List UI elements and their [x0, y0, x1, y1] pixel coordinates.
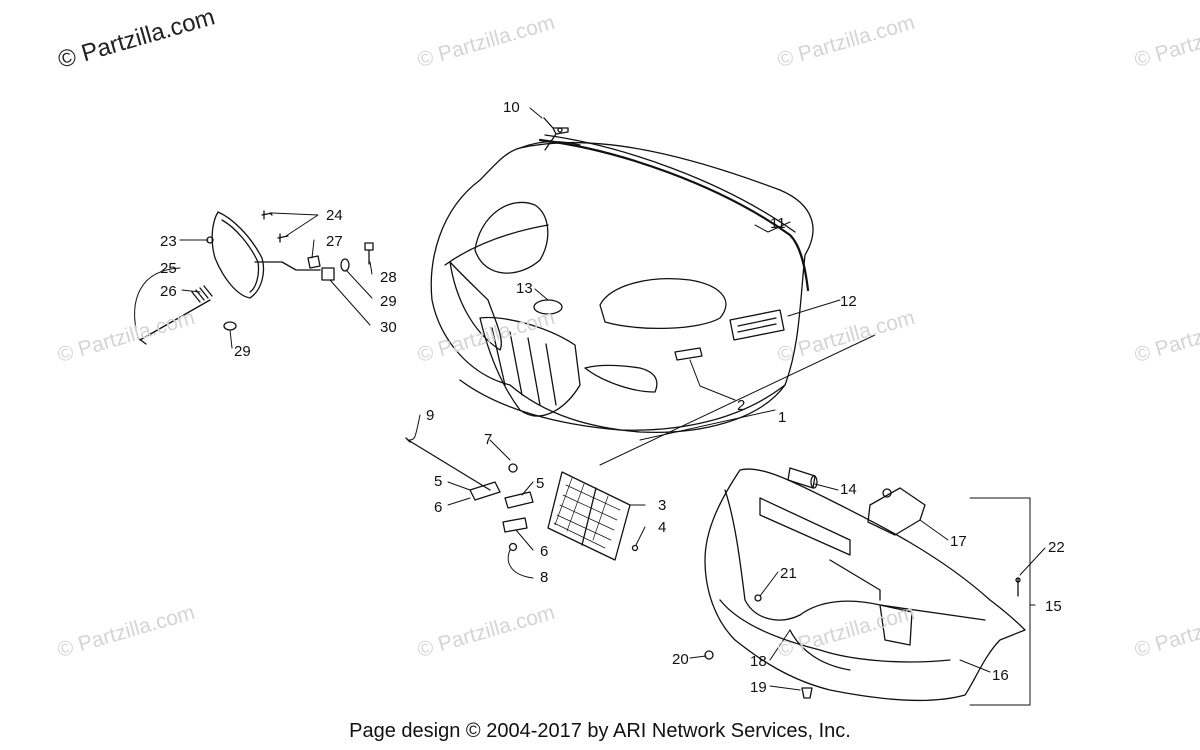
callout-4[interactable]: 4: [658, 519, 666, 536]
callout-9[interactable]: 9: [426, 407, 434, 424]
callout-17[interactable]: 17: [950, 533, 967, 550]
callout-10[interactable]: 10: [503, 99, 520, 116]
callout-15[interactable]: 15: [1045, 598, 1062, 615]
callout-16[interactable]: 16: [992, 667, 1009, 684]
callout-7[interactable]: 7: [484, 431, 492, 448]
callout-29[interactable]: 29: [234, 343, 251, 360]
callout-12[interactable]: 12: [840, 293, 857, 310]
callout-30[interactable]: 30: [380, 319, 397, 336]
leader-lines: [134, 107, 1046, 706]
callout-24[interactable]: 24: [326, 207, 343, 224]
callout-26[interactable]: 26: [160, 283, 177, 300]
callout-20[interactable]: 20: [672, 651, 689, 668]
grille-screen-assembly: [405, 437, 639, 561]
callout-5[interactable]: 5: [536, 475, 544, 492]
callout-18[interactable]: 18: [750, 653, 767, 670]
callout-2[interactable]: 2: [737, 397, 745, 414]
callout-5[interactable]: 5: [434, 473, 442, 490]
callout-25[interactable]: 25: [160, 260, 177, 277]
callout-28[interactable]: 28: [380, 269, 397, 286]
callout-13[interactable]: 13: [516, 280, 533, 297]
callout-11[interactable]: 11: [770, 215, 786, 232]
callout-labels: 10 11 24 23 27 25 28 26 29 13 12 30 29 2…: [160, 99, 1065, 696]
headlight-assembly: [137, 210, 374, 345]
callout-29[interactable]: 29: [380, 293, 397, 310]
callout-8[interactable]: 8: [540, 569, 548, 586]
hood-prop-rod: [543, 117, 569, 151]
callout-21[interactable]: 21: [780, 565, 797, 582]
hood-assembly: [430, 134, 814, 434]
callout-6[interactable]: 6: [434, 499, 442, 516]
callout-22[interactable]: 22: [1048, 539, 1065, 556]
storage-tub-assembly: [704, 467, 1026, 702]
callout-14[interactable]: 14: [840, 481, 857, 498]
callout-23[interactable]: 23: [160, 233, 177, 250]
callout-19[interactable]: 19: [750, 679, 767, 696]
callout-3[interactable]: 3: [658, 497, 666, 514]
callout-1[interactable]: 1: [778, 409, 786, 426]
callout-27[interactable]: 27: [326, 233, 343, 250]
callout-6[interactable]: 6: [540, 543, 548, 560]
footer-copyright: Page design © 2004-2017 by ARI Network S…: [349, 720, 851, 742]
